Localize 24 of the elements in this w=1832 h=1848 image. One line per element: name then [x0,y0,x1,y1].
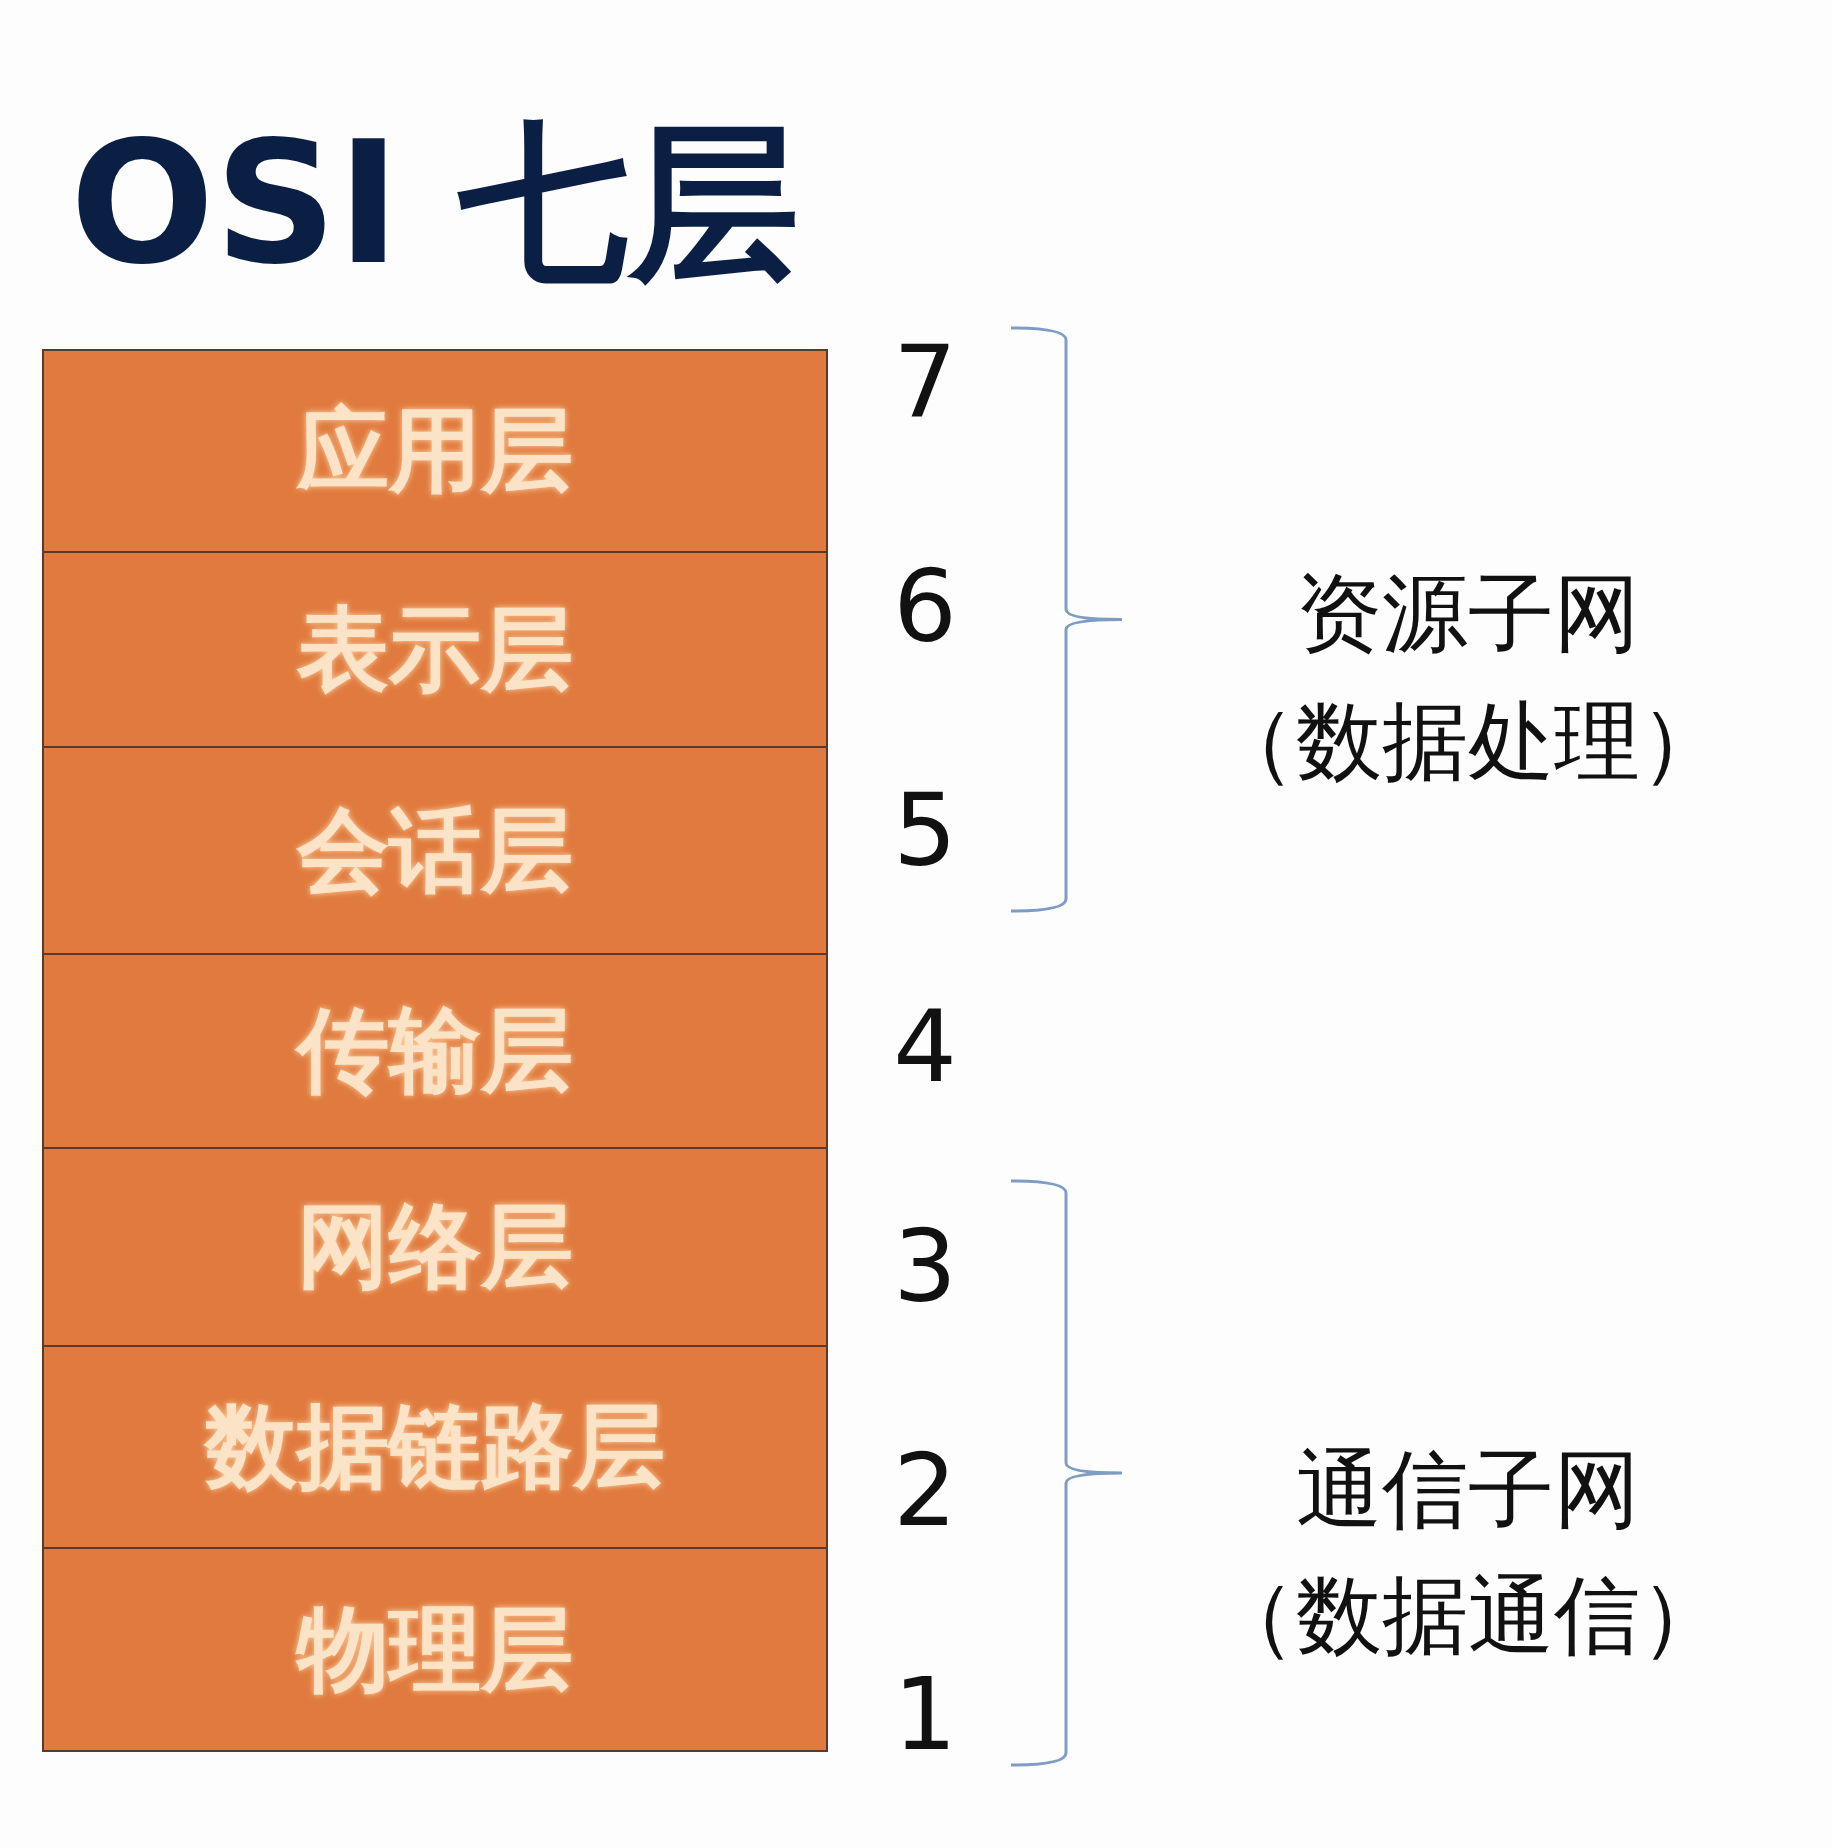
layer-label: 表示层 [297,603,573,696]
group-label: 通信子网 [1295,1446,1641,1532]
layer-box [42,1345,828,1549]
group-label: 资源子网 [1295,570,1641,656]
layer-number: 6 [892,557,958,657]
title: OSI 七层 [70,110,800,297]
layer-box [42,746,828,955]
layer-number: 5 [892,781,958,881]
layer-box [42,953,828,1149]
layer-label: 数据链路层 [205,1401,665,1493]
layer-number: 2 [892,1441,958,1541]
layer-label: 会话层 [297,804,573,897]
layer-box [42,551,828,748]
group-label: （数据通信） [1209,1572,1727,1658]
layer-number: 7 [892,333,958,433]
layer-label: 网络层 [297,1201,573,1293]
layer-box [42,349,828,553]
layer-box [42,1547,828,1752]
layer-number: 3 [892,1217,958,1317]
layer-number: 1 [892,1665,958,1765]
layer-label: 物理层 [297,1603,573,1696]
layer-number: 4 [892,997,958,1097]
layer-box [42,1147,828,1347]
group-label: （数据处理） [1209,698,1727,784]
